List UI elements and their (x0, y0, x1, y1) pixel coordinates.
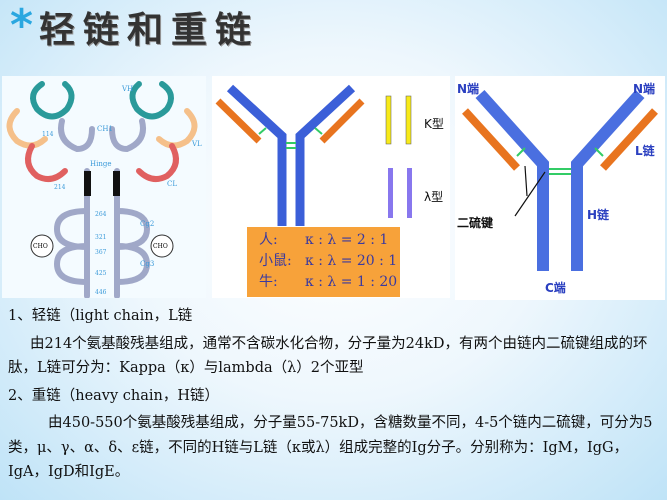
cho-label-left: CHO (33, 243, 48, 250)
body-text: 1、轻链（light chain，L链 由214个氨基酸残基组成，通常不含碳水化… (8, 304, 663, 485)
heavy-chain-description: 由450-550个氨基酸残基组成，分子量55-75kD，含糖数量不同，4-5个链… (8, 415, 653, 480)
vl-label: VL (191, 140, 202, 148)
antibody-structure-diagram: N端 N端 L链 H链 二硫键 C端 (455, 76, 665, 300)
cg2-label: Cg2 (140, 220, 154, 228)
vh-label: VH (121, 85, 133, 93)
ratio: κ : λ = 20 : 1 (305, 253, 398, 269)
species: 小鼠: (259, 253, 292, 269)
n-terminal-right-label: N端 (633, 82, 656, 96)
lambda-type-label: λ型 (424, 190, 444, 204)
hinge-label: Hinge (90, 160, 111, 168)
residue-number: 214 (54, 184, 66, 191)
residue-number: 114 (42, 131, 54, 138)
ch1-label: CH1 (97, 125, 113, 133)
light-chain-heading: 1、轻链（light chain，L链 (8, 308, 193, 324)
heavy-chain-heading: 2、重链（heavy chain，H链） (8, 387, 220, 404)
light-chain-description: 由214个氨基酸残基组成，通常不含碳水化合物，分子量为24kD，有两个由链内二硫… (8, 335, 648, 377)
ratio-box: 人: κ : λ = 2 : 1 小鼠: κ : λ = 20 : 1 牛: κ : … (247, 227, 400, 297)
species: 牛: (259, 274, 278, 290)
n-terminal-left-label: N端 (457, 82, 480, 96)
light-chain-type-diagram: K型 λ型 人: κ : λ = 2 : 1 小鼠: κ : λ = 20 : 1 … (212, 76, 450, 298)
residue-number: 264 (95, 211, 107, 218)
species: 人: (259, 232, 278, 248)
ratio-row: 人: κ : λ = 2 : 1 (259, 230, 400, 251)
cg3-label: Cg3 (140, 260, 154, 268)
cho-label-right: CHO (153, 243, 168, 250)
ratio-row: 小鼠: κ : λ = 20 : 1 (259, 251, 400, 272)
ratio-row: 牛: κ : λ = 1 : 20 (259, 272, 400, 293)
title-text: 轻链和重链 (39, 10, 260, 51)
disulfide-bond-label: 二硫键 (457, 216, 494, 230)
star-bullet-icon: * (10, 0, 34, 51)
residue-number: 446 (95, 289, 107, 296)
ratio: κ : λ = 1 : 20 (305, 274, 398, 290)
cl-label: CL (167, 180, 177, 188)
light-chain-label: L链 (635, 144, 655, 158)
ratio: κ : λ = 2 : 1 (305, 232, 389, 248)
slide-title: * 轻链和重链 (10, 0, 260, 56)
residue-number: 425 (95, 270, 107, 277)
c-terminal-label: C端 (545, 281, 566, 295)
antibody-domain-diagram: Hinge CHO CHO Cg2 Cg3 264 321 367 425 44… (2, 76, 206, 299)
residue-number: 321 (95, 234, 106, 241)
kappa-type-label: K型 (424, 117, 444, 131)
residue-number: 367 (95, 249, 107, 256)
heavy-chain-label: H链 (587, 208, 610, 222)
